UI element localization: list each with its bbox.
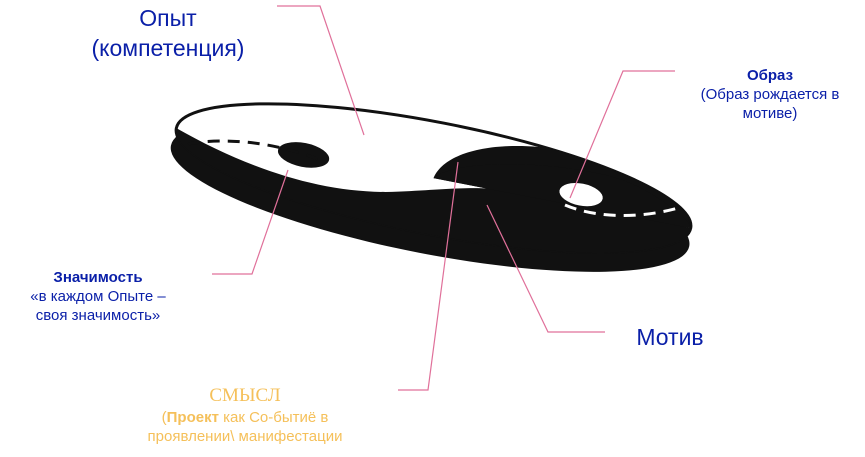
- yin-half: [165, 128, 691, 284]
- label-smysl-line2: проявлении\ манифестации: [147, 428, 343, 445]
- label-motiv-title: Мотив: [636, 324, 704, 350]
- label-obraz-line2: мотиве): [742, 105, 798, 122]
- label-znachimost: Значимость «в каждом Опыте – своя значим…: [8, 268, 188, 325]
- dashed-arc-right: [564, 203, 689, 217]
- label-smysl-open: (: [161, 409, 167, 426]
- leader-opyt: [277, 5, 365, 136]
- white-eye: [559, 183, 603, 207]
- label-znachimost-line1: «в каждом Опыте –: [30, 288, 166, 305]
- disk-face: [165, 102, 693, 284]
- label-opyt: Опыт (компетенция): [48, 3, 288, 63]
- label-obraz: Образ (Образ рождается в мотиве): [680, 66, 860, 123]
- label-smysl-bold: Проект: [166, 409, 219, 426]
- label-motiv: Мотив: [610, 322, 730, 352]
- leader-lines: [212, 5, 675, 391]
- label-smysl-title: СМЫСЛ: [209, 385, 281, 406]
- label-obraz-title: Образ: [746, 67, 794, 84]
- label-smysl: СМЫСЛ (Проект как Со-бытиё в проявлении\…: [110, 384, 380, 446]
- label-opyt-line2: (компетенция): [91, 35, 245, 61]
- label-obraz-line1: (Образ рождается в: [700, 86, 840, 103]
- leader-obraz: [569, 70, 675, 199]
- label-opyt-line1: Опыт: [139, 5, 197, 31]
- black-eye: [277, 142, 330, 168]
- leader-znachimost: [212, 169, 289, 275]
- leader-motiv: [486, 204, 605, 333]
- dashed-arc-left: [187, 139, 321, 162]
- label-znachimost-line2: своя значимость»: [35, 307, 161, 324]
- label-smysl-line1: (Проект как Со-бытиё в: [110, 408, 380, 427]
- label-znachimost-title: Значимость: [53, 269, 143, 286]
- label-smysl-rest: как Со-бытиё в: [218, 409, 329, 426]
- leader-smysl: [398, 161, 459, 391]
